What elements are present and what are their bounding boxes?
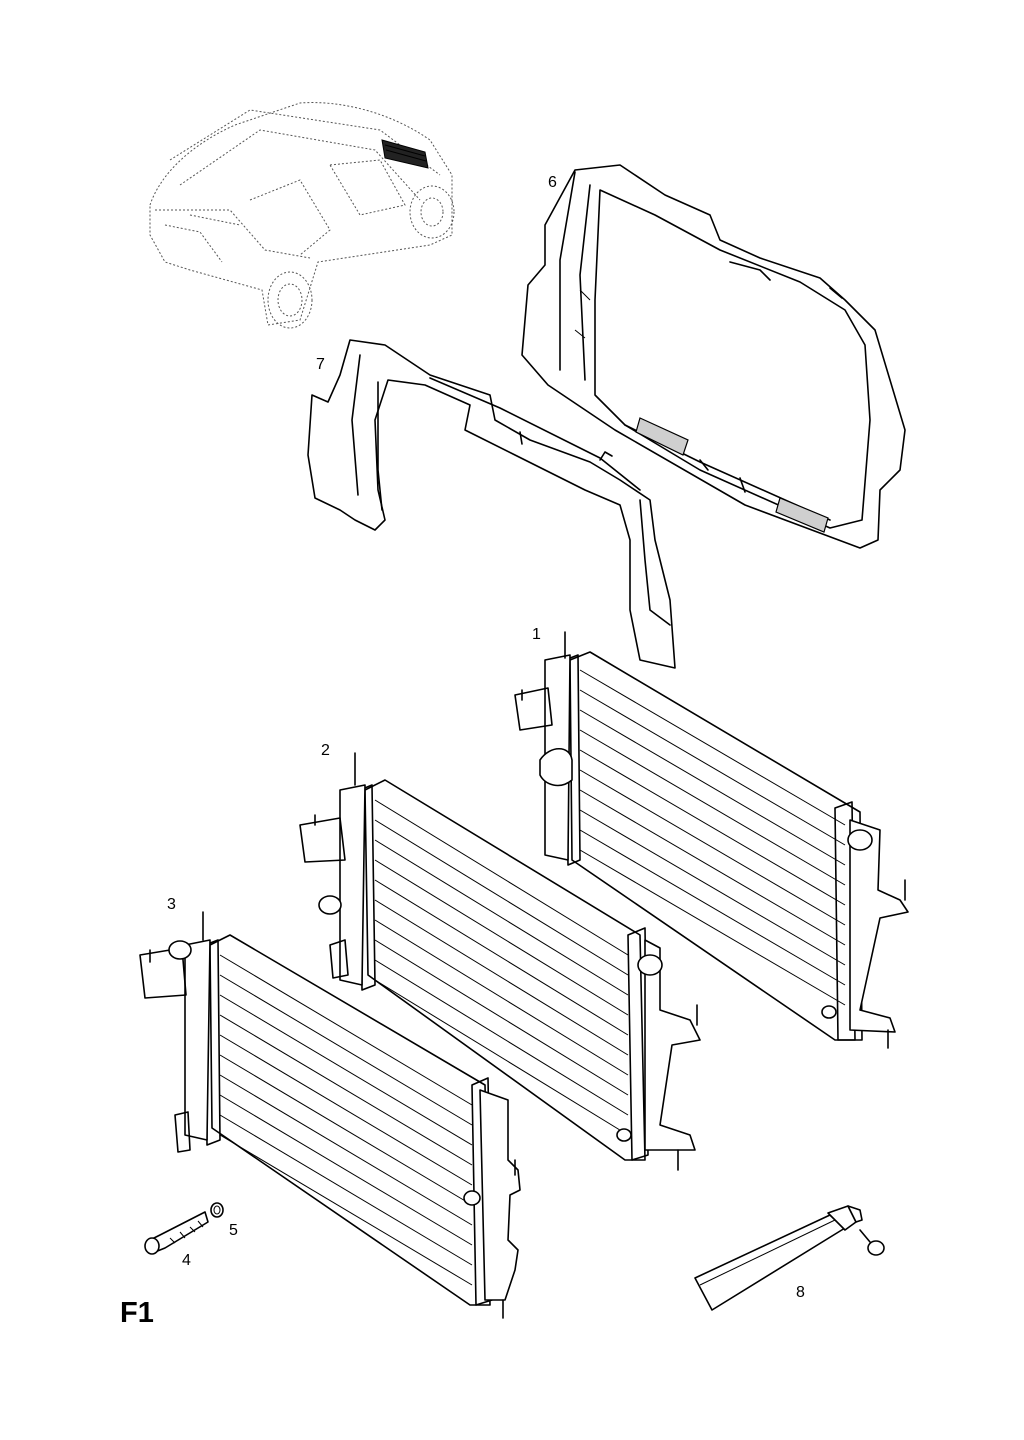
callout-1: 1 bbox=[532, 626, 541, 643]
callout-5: 5 bbox=[229, 1222, 238, 1239]
callout-4: 4 bbox=[182, 1252, 191, 1269]
radiator-2 bbox=[299, 752, 701, 1171]
air-deflector-7 bbox=[307, 339, 676, 669]
callout-3: 3 bbox=[167, 896, 176, 913]
callout-8: 8 bbox=[796, 1284, 805, 1301]
seal-ring-5 bbox=[210, 1202, 224, 1218]
sheet-label: F1 bbox=[120, 1297, 154, 1329]
callout-7: 7 bbox=[316, 356, 325, 373]
radiator-1 bbox=[514, 631, 909, 1049]
callout-2: 2 bbox=[321, 742, 330, 759]
radiator-support-frame-6 bbox=[521, 164, 906, 549]
sealant-tube-8 bbox=[694, 1205, 885, 1311]
drain-plug-4 bbox=[144, 1211, 209, 1255]
callout-6: 6 bbox=[548, 174, 557, 191]
vehicle-locator-illustration bbox=[149, 102, 455, 329]
radiator-3 bbox=[139, 911, 521, 1319]
